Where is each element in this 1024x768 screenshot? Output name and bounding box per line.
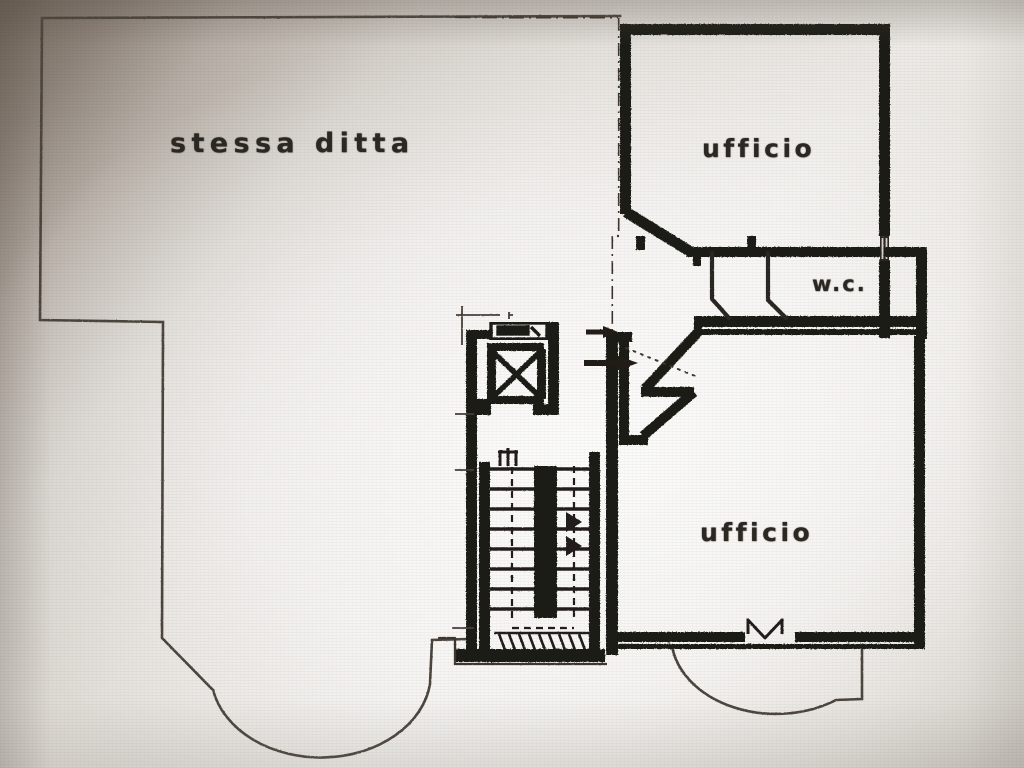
room-label-ufficio-top: ufficio [702,134,816,163]
stair-foot-hatching [494,631,590,651]
ufficio-top-chamfer-wall [623,207,694,257]
stair-spine-wall [534,466,557,618]
wc-walls [693,247,927,339]
window-south-icon [746,616,784,641]
stair-direction-arrow-icon [566,512,582,556]
room-label-stessa-ditta: stessa ditta [170,128,415,159]
property-line-dashdot [454,15,619,20]
elevator-pier-hatch [474,399,491,415]
entrance-arrow-icon [584,355,638,371]
property-line-vertical-dashdot [610,18,621,330]
vestibule-walls [619,326,704,445]
core-base-plinth [455,649,605,662]
entrance-arrow-secondary-icon [586,326,618,338]
south-bay-boundary [619,643,864,716]
stessa-ditta-boundary [38,14,622,759]
ufficio-bottom-walls [606,336,925,655]
wc-partition-and-doors [709,250,789,321]
threshold-dotted-line [625,347,701,379]
core-dimension-ticks [452,306,513,629]
ufficio-top-walls [620,24,890,338]
wc-door-swing-arcs [666,253,768,299]
room-label-ufficio-bottom: ufficio [700,518,814,547]
ufficio-top-south-wall [636,236,884,257]
room-label-wc: w.c. [812,272,867,296]
elevator-shaft-icon [487,343,546,404]
core-base-outline [438,636,607,666]
elevator-machinery-detail [489,321,549,341]
handrail-symbol-icon [498,448,518,466]
